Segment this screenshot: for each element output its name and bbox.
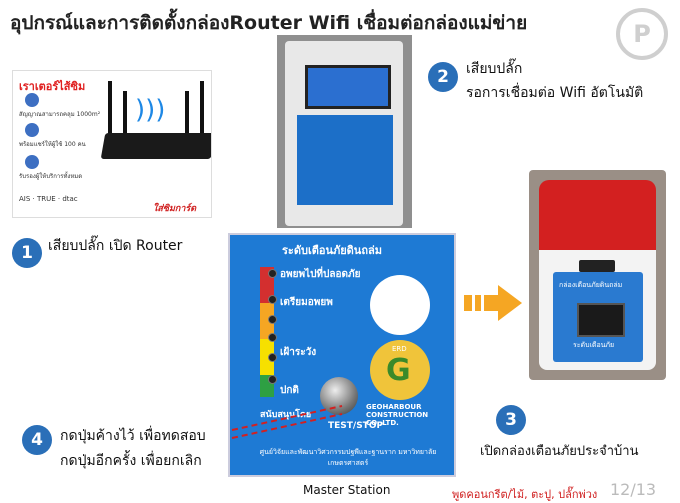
device-screen <box>305 65 391 109</box>
footer-note: พูดคอนกรีต/ไม้, ตะปู, ปลั๊กพ่วง <box>452 488 598 501</box>
switch-label: สนับสนุนโดย <box>260 410 312 420</box>
led-indicator <box>268 353 277 362</box>
device-photo <box>277 35 412 228</box>
step-4-line1: กดปุ่มค้างไว้ เพื่อทดสอบ <box>60 428 206 444</box>
router-body <box>100 133 211 159</box>
siren-sub: ระดับเตือนภัย <box>573 341 615 349</box>
master-station-photo: ระดับเตือนภัยดินถล่ม อพยพไปที่ปลอดภัย เต… <box>228 233 456 477</box>
led-indicator <box>268 375 277 384</box>
brand-logo-icon: P <box>616 8 668 60</box>
step-number: 3 <box>496 405 526 435</box>
antenna <box>185 91 189 141</box>
router-feature: พร้อมแชร์ให้ผู้ใช้ 100 คน <box>19 141 86 148</box>
antenna <box>200 81 204 141</box>
siren-photo: กล่องเตือนภัยดินถล่ม ระดับเตือนภัย <box>529 170 666 380</box>
siren-light <box>539 180 656 250</box>
page-number: 12/13 <box>610 480 657 499</box>
led-indicator <box>268 333 277 342</box>
step-4-line2: กดปุ่มอีกครั้ง เพื่อยกเลิก <box>60 453 202 469</box>
carrier-logos: AIS · TRUE · dtac <box>19 195 78 203</box>
network-icon <box>25 155 39 169</box>
siren-label: กล่องเตือนภัยดินถล่ม <box>559 281 623 289</box>
led-indicator <box>268 315 277 324</box>
erd-logo-icon <box>370 340 430 400</box>
level-label: เฝ้าระวัง <box>280 347 317 358</box>
panel-footer: ศูนย์วิจัยและพัฒนาวิศวกรรมปฐพีและฐานราก … <box>259 448 437 467</box>
panel-title: ระดับเตือนภัยดินถล่ม <box>282 244 382 257</box>
signal-icon <box>25 93 39 107</box>
users-icon <box>25 123 39 137</box>
erd-label: ERD <box>392 345 407 353</box>
router-photo: เราเตอร์ไส้ซิม สัญญาณสามารถคลุม 1000m² พ… <box>12 70 212 218</box>
level-bar-yellow <box>260 339 274 375</box>
led-indicator <box>268 295 277 304</box>
bird-logo-icon <box>579 260 615 272</box>
test-stop-label: TEST/STOP <box>328 421 384 431</box>
level-label: อพยพไปที่ปลอดภัย <box>280 269 361 280</box>
router-feature: รับรองผู้ให้บริการทั้งหมด <box>19 173 83 180</box>
step-number: 4 <box>22 425 52 455</box>
company-name: GEOHARBOUR CONSTRUCTION CO.,LTD. <box>366 403 429 427</box>
led-indicator <box>268 269 277 278</box>
router-header: เราเตอร์ไส้ซิม <box>19 80 86 93</box>
step-1-text: เสียบปลั๊ก เปิด Router <box>48 238 183 254</box>
wifi-icon: ))) <box>135 95 166 125</box>
siren-display <box>577 303 625 337</box>
erd-logo-letter: G <box>386 353 411 388</box>
dashed-pointer <box>231 405 343 439</box>
level-label: ปกติ <box>280 385 299 396</box>
page-title: อุปกรณ์และการติดตั้งกล่องRouter Wifi เชื… <box>10 12 528 34</box>
bird-logo-icon <box>370 275 430 335</box>
test-stop-button[interactable] <box>320 377 358 415</box>
level-label: เตรียมอพยพ <box>280 297 333 308</box>
step-number: 1 <box>12 238 42 268</box>
arrow-right-icon <box>464 285 522 321</box>
step-2-line2: รอการเชื่อมต่อ Wifi อัตโนมัติ <box>466 85 644 101</box>
router-feature: สัญญาณสามารถคลุม 1000m² <box>19 111 101 118</box>
device-panel <box>297 115 393 205</box>
step-number: 2 <box>428 62 458 92</box>
router-brand: ใส่ซิมการ์ด <box>153 204 197 214</box>
antenna <box>108 81 112 141</box>
antenna <box>123 91 127 141</box>
master-station-caption: Master Station <box>303 483 391 497</box>
step-2-line1: เสียบปลั๊ก <box>466 61 523 77</box>
step-3-text: เปิดกล่องเตือนภัยประจำบ้าน <box>480 444 639 459</box>
level-bar-orange <box>260 303 274 339</box>
